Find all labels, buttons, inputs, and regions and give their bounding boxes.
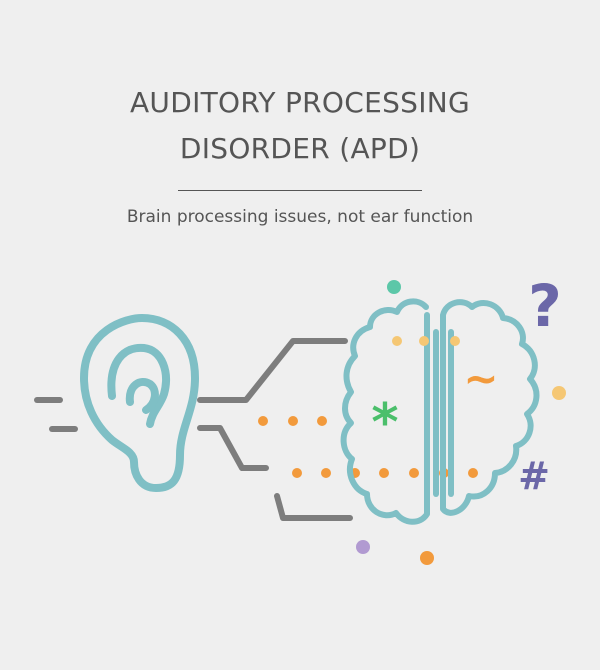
ear-icon <box>80 314 199 492</box>
tilde-icon: ~ <box>463 354 498 403</box>
lavender-dot <box>356 540 370 554</box>
brain-dots-yellow <box>392 336 460 346</box>
subtitle: Brain processing issues, not ear functio… <box>126 207 474 227</box>
orange-dot <box>420 551 434 565</box>
brain-icon <box>340 298 540 525</box>
header: AUDITORY PROCESSING DISORDER (APD) Brain… <box>0 80 600 227</box>
page-title: AUDITORY PROCESSING DISORDER (APD) <box>0 80 600 172</box>
title-divider <box>178 190 422 191</box>
sound-motion-lines <box>34 397 78 432</box>
brain-left-hemisphere <box>340 298 430 525</box>
mint-dot <box>387 280 401 294</box>
signal-path-upper <box>197 338 348 403</box>
yellow-dot <box>552 386 566 400</box>
asterisk-icon: * <box>371 393 398 453</box>
brain-right-hemisphere <box>440 299 540 516</box>
title-line-1: AUDITORY PROCESSING <box>129 86 471 119</box>
title-line-2: DISORDER (APD) <box>179 132 421 165</box>
signal-path-lower <box>274 493 353 521</box>
hash-icon: # <box>518 454 550 498</box>
signal-path-middle <box>197 425 269 471</box>
signal-paths <box>197 338 353 521</box>
question-mark-icon: ? <box>528 272 562 340</box>
